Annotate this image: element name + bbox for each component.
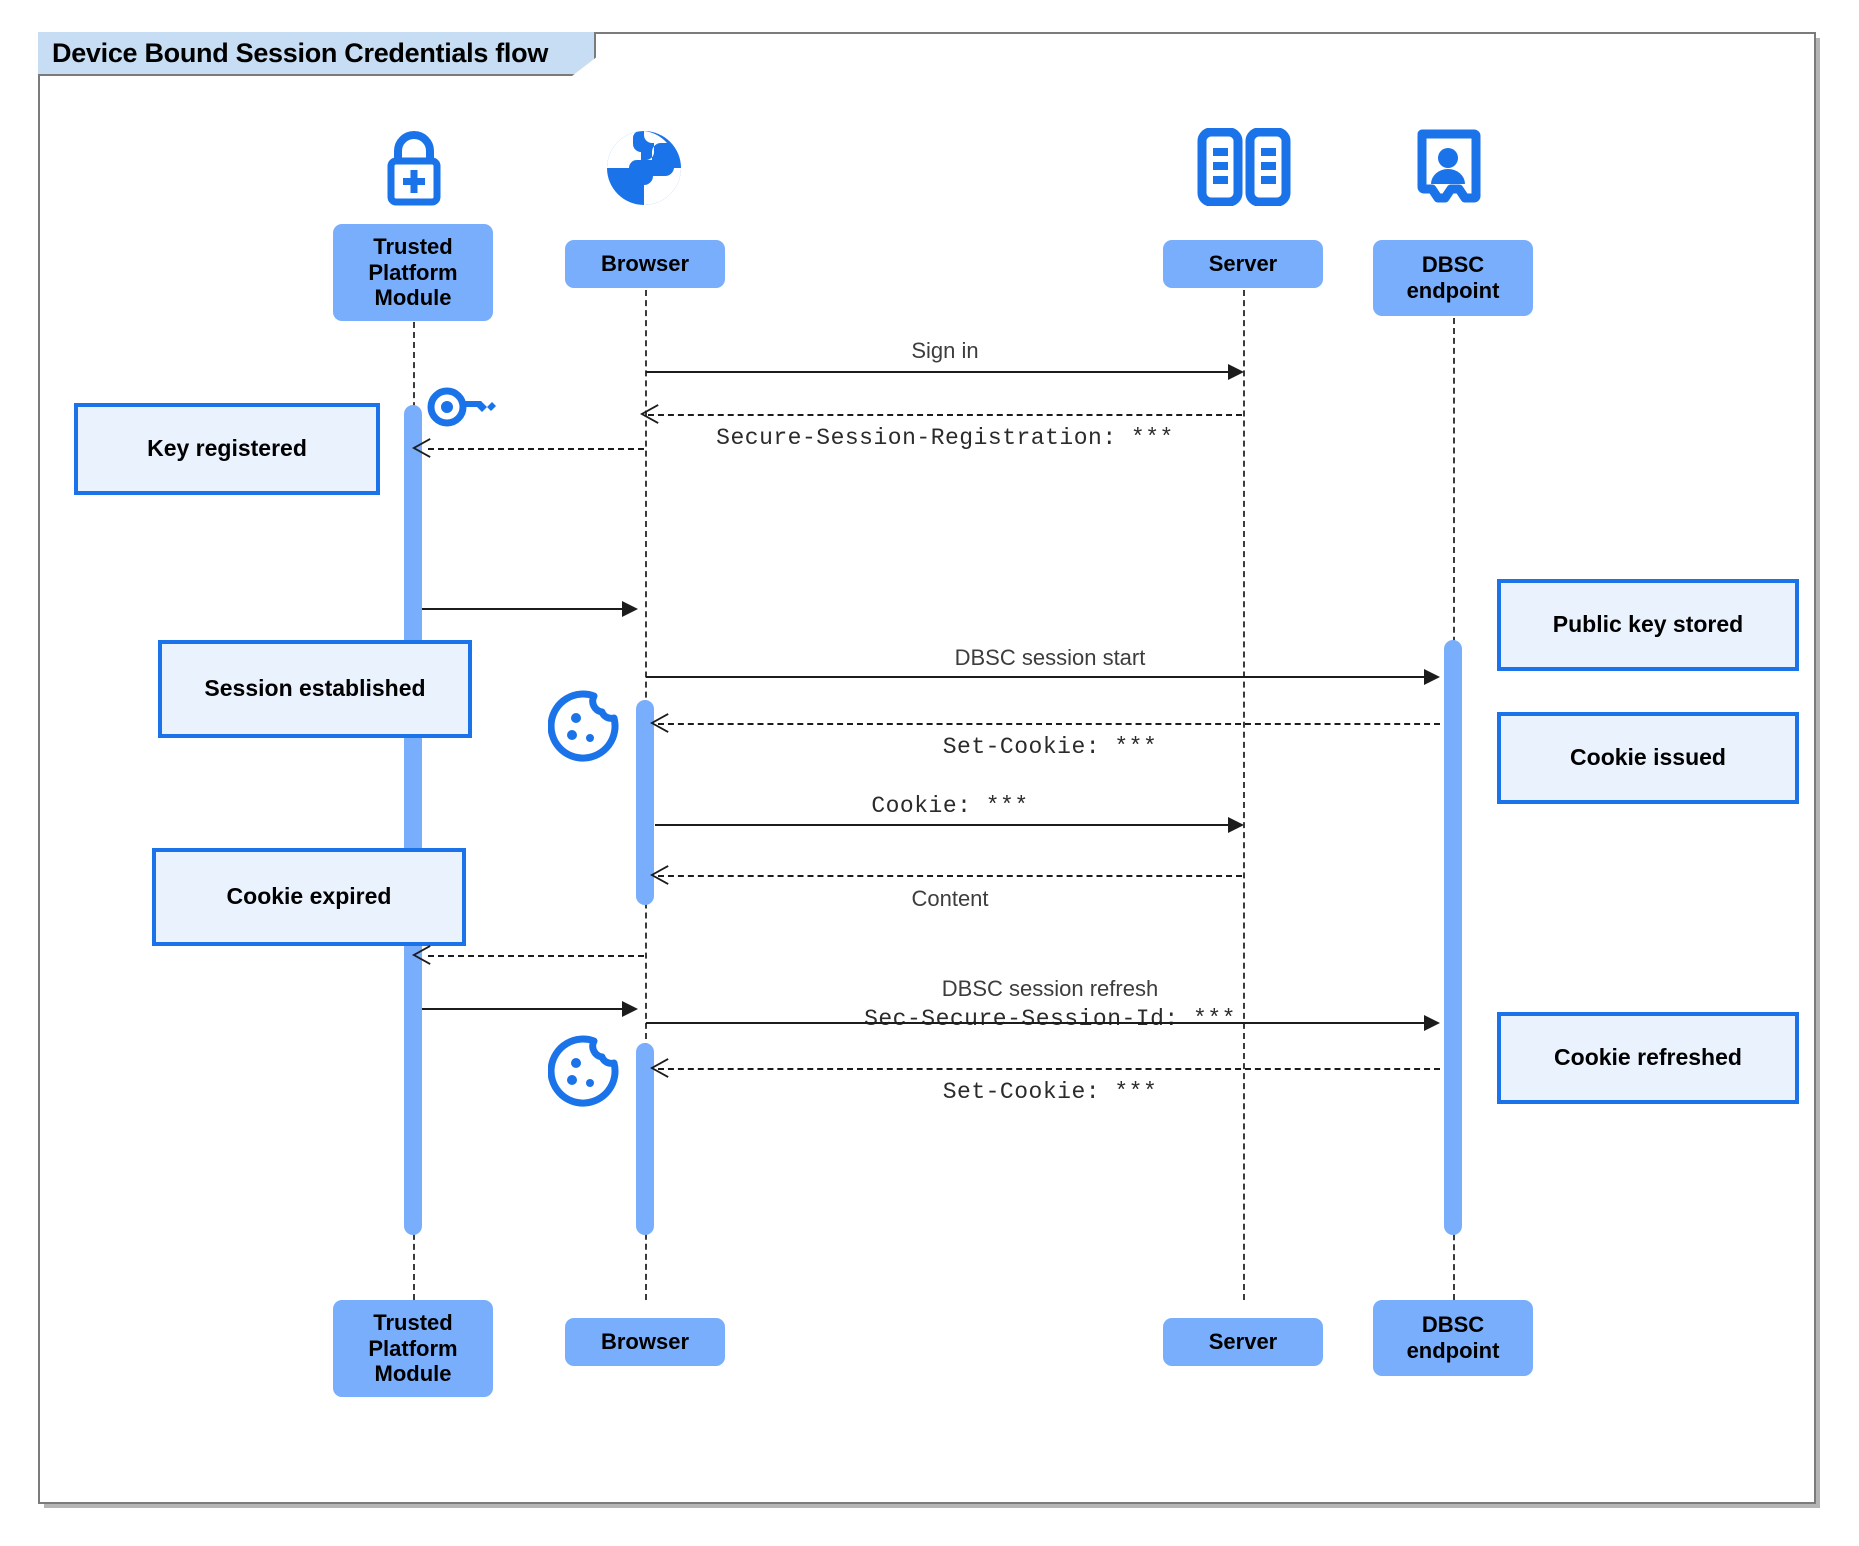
- message-line-secure-session-registration: [648, 414, 1242, 416]
- cookie-icon-2: [547, 1035, 620, 1107]
- message-label-content: Content: [911, 886, 989, 911]
- message-line-set-cookie-1: [658, 723, 1440, 725]
- message-label-dbsc-session-refresh: DBSC session refresh: [941, 976, 1159, 1001]
- note-cookie-expired: Cookie expired: [152, 848, 466, 946]
- note-public-key-stored: Public key stored: [1497, 579, 1799, 671]
- arrow-head-tpm-to-browser-2: [622, 1001, 638, 1017]
- arrow-head-set-cookie-2: [650, 1058, 669, 1078]
- message-label-set-cookie-1: Set-Cookie: ***: [942, 734, 1158, 760]
- diagram-title: Device Bound Session Credentials flow: [38, 32, 596, 76]
- participant-browser[interactable]: Browser: [565, 240, 725, 288]
- arrow-head-dbsc-session-refresh: [1424, 1015, 1440, 1031]
- note-cookie-refreshed: Cookie refreshed: [1497, 1012, 1799, 1104]
- message-label-set-cookie-2: Set-Cookie: ***: [942, 1079, 1158, 1105]
- message-line-dbsc-session-start: [646, 676, 1436, 678]
- arrow-head-secure-session-registration: [640, 404, 659, 424]
- cookie-icon-1: [547, 690, 620, 762]
- arrow-head-set-cookie-1: [650, 713, 669, 733]
- note-key-registered: Key registered: [74, 403, 380, 495]
- participant-footer-server[interactable]: Server: [1163, 1318, 1323, 1366]
- message-line-dbsc-session-refresh: [646, 1022, 1436, 1024]
- lifeline-server: [1243, 280, 1245, 1300]
- message-line-sign-in: [646, 371, 1242, 373]
- participant-server[interactable]: Server: [1163, 240, 1323, 288]
- note-session-established: Session established: [158, 640, 472, 738]
- message-label-dbsc-session-start: DBSC session start: [954, 645, 1146, 670]
- id-badge-icon: [1414, 128, 1482, 210]
- message-label-secure-session-registration: Secure-Session-Registration: ***: [716, 425, 1174, 451]
- key-icon: [425, 385, 497, 433]
- activation-browser-1: [636, 700, 654, 905]
- arrow-head-tpm-to-browser-1: [622, 601, 638, 617]
- message-line-tpm-to-browser-1: [422, 608, 636, 610]
- activation-tpm: [404, 405, 422, 1235]
- arrow-head-browser-to-tpm-2: [412, 945, 431, 965]
- participant-footer-browser[interactable]: Browser: [565, 1318, 725, 1366]
- server-rack-icon: [1196, 127, 1292, 207]
- participant-footer-dbsc[interactable]: DBSC endpoint: [1373, 1300, 1533, 1376]
- arrow-head-content: [650, 865, 669, 885]
- note-cookie-issued: Cookie issued: [1497, 712, 1799, 804]
- message-line-register-key: [428, 448, 644, 450]
- message-label-sign-in: Sign in: [911, 338, 979, 363]
- message-line-browser-to-tpm-2: [428, 955, 644, 957]
- message-line-content: [658, 875, 1242, 877]
- message-label-sec-secure-session-id: Sec-Secure-Session-Id: ***: [864, 1006, 1236, 1032]
- lock-plus-icon: [372, 126, 456, 210]
- participant-footer-tpm[interactable]: Trusted Platform Module: [333, 1300, 493, 1397]
- activation-dbsc: [1444, 640, 1462, 1235]
- message-line-tpm-to-browser-2: [422, 1008, 636, 1010]
- participant-tpm[interactable]: Trusted Platform Module: [333, 224, 493, 321]
- participant-dbsc[interactable]: DBSC endpoint: [1373, 240, 1533, 316]
- message-line-set-cookie-2: [658, 1068, 1440, 1070]
- arrow-head-cookie: [1228, 817, 1244, 833]
- arrow-head-register-key: [412, 438, 431, 458]
- message-line-cookie: [655, 824, 1242, 826]
- activation-browser-2: [636, 1043, 654, 1235]
- globe-icon: [603, 127, 685, 209]
- arrow-head-dbsc-session-start: [1424, 669, 1440, 685]
- message-label-cookie: Cookie: ***: [871, 793, 1029, 819]
- arrow-head-sign-in: [1228, 364, 1244, 380]
